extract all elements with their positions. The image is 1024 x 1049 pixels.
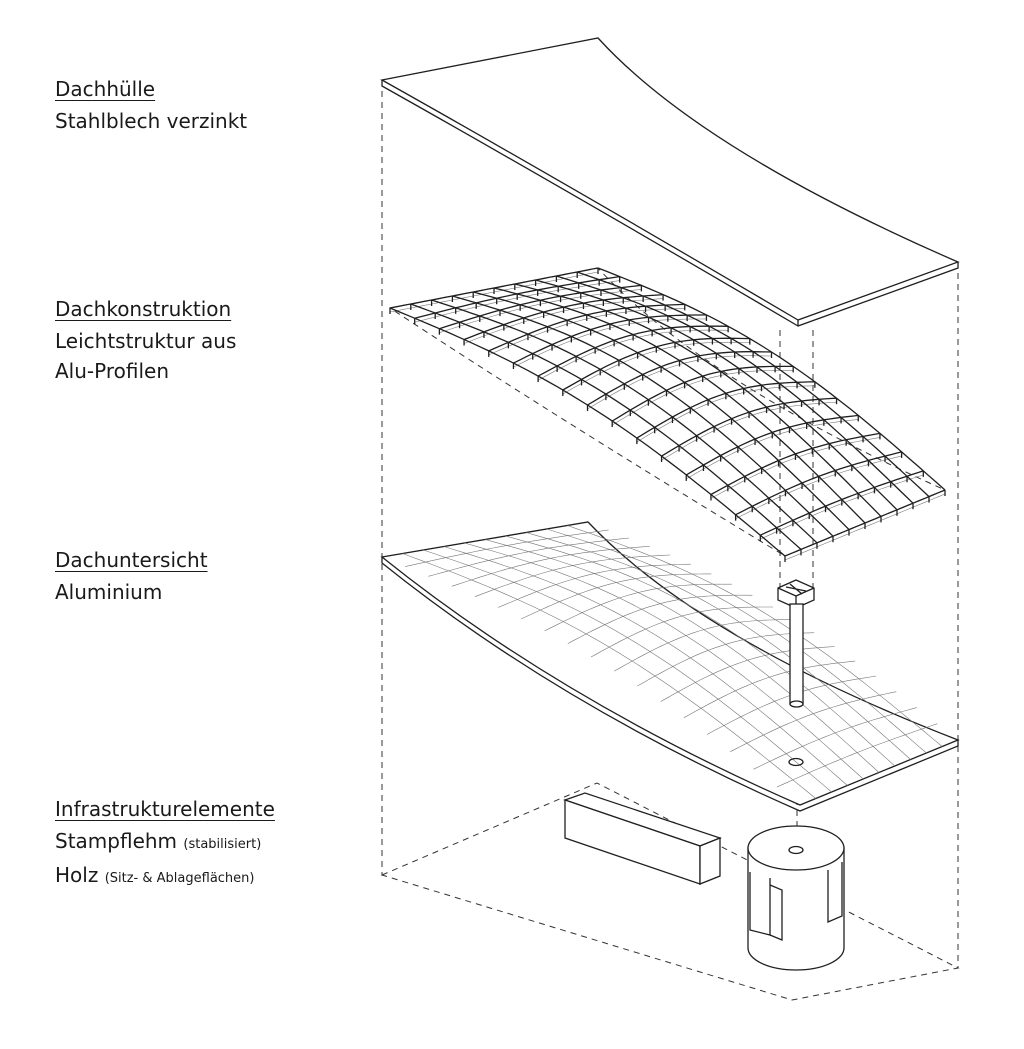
rammed-earth-bench <box>563 792 722 885</box>
legend-roof-structure: Dachkonstruktion Leichtstruktur aus Alu-… <box>55 292 236 386</box>
layer-material-roof-skin: Stahlblech verzinkt <box>55 109 248 133</box>
layer-material-infrastructure-1: Stampflehm (stabilisiert) <box>55 826 275 860</box>
roof-skin-layer <box>380 37 960 327</box>
layer-material-infrastructure-2: Holz (Sitz- & Ablageflächen) <box>55 860 275 894</box>
material-rammed-earth: Stampflehm <box>55 829 178 853</box>
column <box>777 579 815 708</box>
layer-title-roof-skin: Dachhülle <box>55 77 156 101</box>
cylinder-kiosk <box>747 825 845 971</box>
layer-title-roof-structure: Dachkonstruktion <box>55 297 232 321</box>
material-wood: Holz <box>55 863 99 887</box>
layer-title-roof-soffit: Dachuntersicht <box>55 548 208 572</box>
layer-title-infrastructure: Infrastrukturelemente <box>55 797 275 821</box>
roof-structure-layer <box>388 267 947 562</box>
layer-material-roof-structure-1: Leichtstruktur aus <box>55 329 237 353</box>
legend: Dachhülle Stahlblech verzinkt Dachkonstr… <box>0 0 380 1049</box>
legend-roof-soffit: Dachuntersicht Aluminium <box>55 543 208 607</box>
material-wood-note: (Sitz- & Ablageflächen) <box>104 871 255 886</box>
infrastructure-layer <box>380 782 960 1001</box>
roof-soffit-layer <box>380 521 960 812</box>
legend-roof-skin: Dachhülle Stahlblech verzinkt <box>55 72 247 136</box>
material-rammed-earth-note: (stabilisiert) <box>183 837 262 852</box>
legend-infrastructure: Infrastrukturelemente Stampflehm (stabil… <box>55 792 275 894</box>
layer-material-roof-structure-2: Alu-Profilen <box>55 359 169 383</box>
layer-material-roof-soffit: Aluminium <box>55 580 163 604</box>
column-opening <box>788 757 804 767</box>
